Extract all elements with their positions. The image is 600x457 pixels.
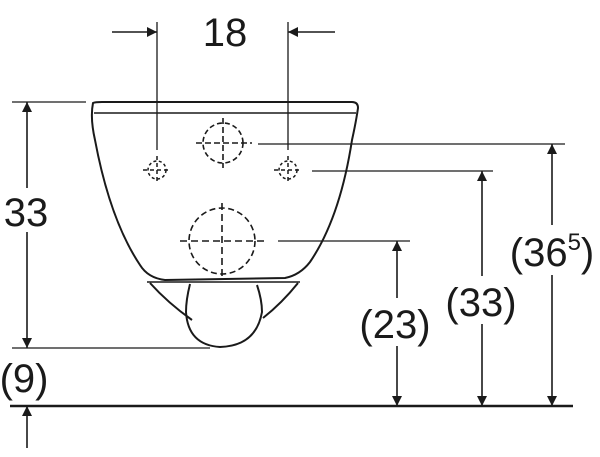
fixing-hole-left-icon	[143, 156, 171, 184]
dimension-arrows	[22, 27, 557, 448]
extension-lines	[12, 22, 565, 349]
dim-label-drain-height: (23)	[359, 303, 430, 347]
dim-label-left-offset: (9)	[0, 357, 48, 401]
toilet-foot-outline	[149, 282, 299, 349]
dim-label-overall-height-base: (36	[510, 231, 568, 275]
toilet-bowl-outline	[90, 101, 360, 283]
label-backgrounds	[0, 188, 600, 346]
fixing-hole-right-icon	[274, 156, 302, 184]
dim-label-left-height: 33	[4, 191, 49, 235]
dim-label-overall-height-superscript: 5	[568, 229, 581, 256]
dim-label-overall-height: (365)	[510, 229, 595, 275]
drain-outlet-icon	[180, 203, 264, 279]
dim-label-overall-height-close: )	[581, 231, 594, 275]
water-inlet-icon	[196, 118, 252, 168]
dim-label-inlet-height: (33)	[445, 281, 516, 325]
dim-label-top-width: 18	[203, 11, 248, 55]
